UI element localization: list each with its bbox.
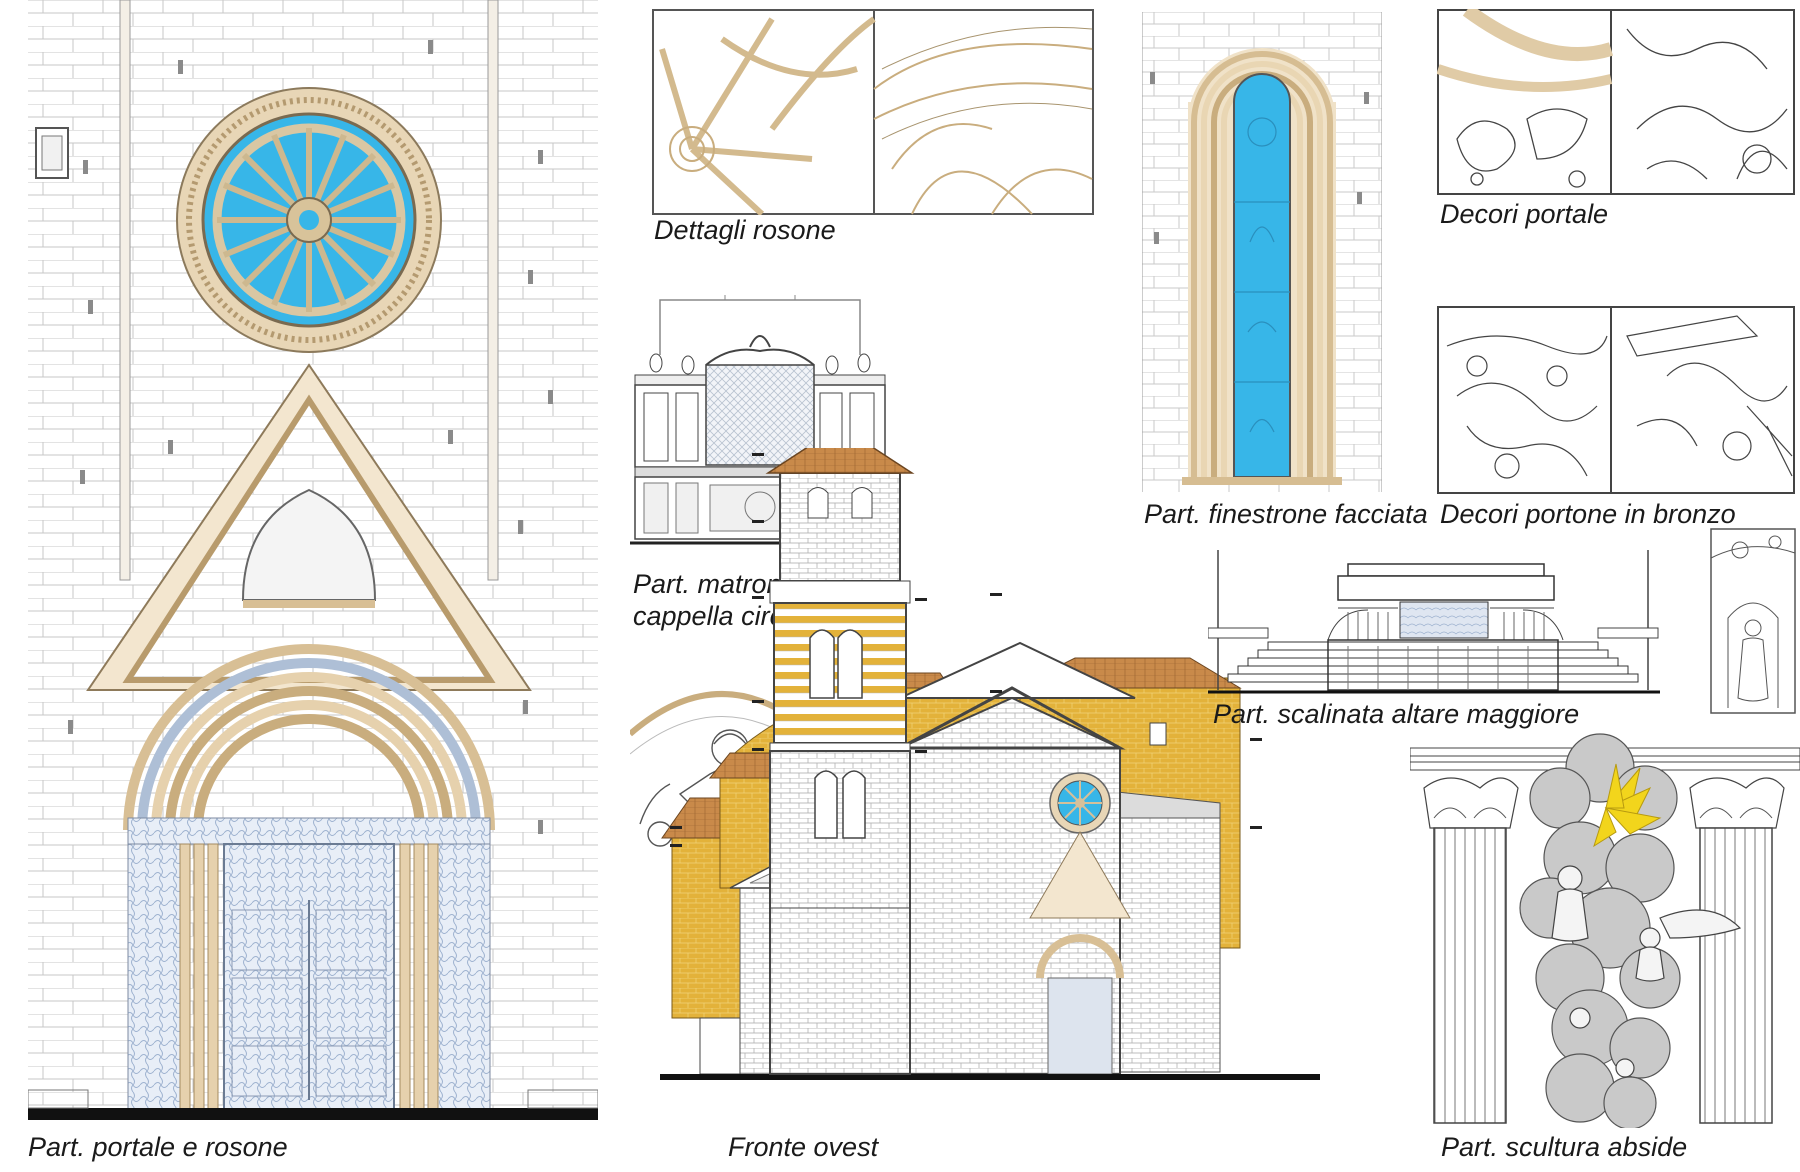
caption-decori-portone: Decori portone in bronzo	[1440, 499, 1736, 529]
facade-rose-window	[1049, 772, 1111, 834]
panel-portale-rosone	[28, 0, 598, 1120]
dettagli-rosone-drawing	[652, 9, 1094, 215]
statua-nicchia-drawing	[1710, 528, 1796, 714]
panel-dettagli-rosone	[652, 9, 1094, 215]
caption-scalinata: Part. scalinata altare maggiore	[1213, 699, 1580, 729]
finestrone-drawing	[1142, 12, 1382, 492]
portale-rosone-drawing	[28, 0, 598, 1120]
panel-scultura-abside	[1410, 728, 1800, 1128]
fronte-ovest-drawing	[660, 448, 1320, 1080]
scalinata-drawing	[1208, 550, 1660, 694]
caption-scultura-abside: Part. scultura abside	[1441, 1132, 1688, 1162]
caption-fronte-ovest: Fronte ovest	[728, 1132, 879, 1162]
panel-decori-portale	[1437, 9, 1795, 195]
decori-portone-drawing	[1437, 306, 1795, 494]
scultura-abside-drawing	[1410, 733, 1800, 1128]
panel-scalinata	[1208, 550, 1660, 698]
caption-decori-portale: Decori portale	[1440, 199, 1609, 229]
panel-decori-portone	[1437, 306, 1795, 494]
caption-dettagli-rosone: Dettagli rosone	[654, 215, 836, 245]
panel-finestrone	[1142, 12, 1382, 492]
rose-window	[176, 87, 442, 353]
caption-portale-rosone: Part. portale e rosone	[28, 1132, 288, 1162]
decori-portale-drawing	[1437, 9, 1795, 195]
panel-statua-nicchia	[1710, 528, 1796, 714]
caption-finestrone: Part. finestrone facciata	[1144, 499, 1428, 529]
panel-fronte-ovest	[660, 448, 1320, 1130]
